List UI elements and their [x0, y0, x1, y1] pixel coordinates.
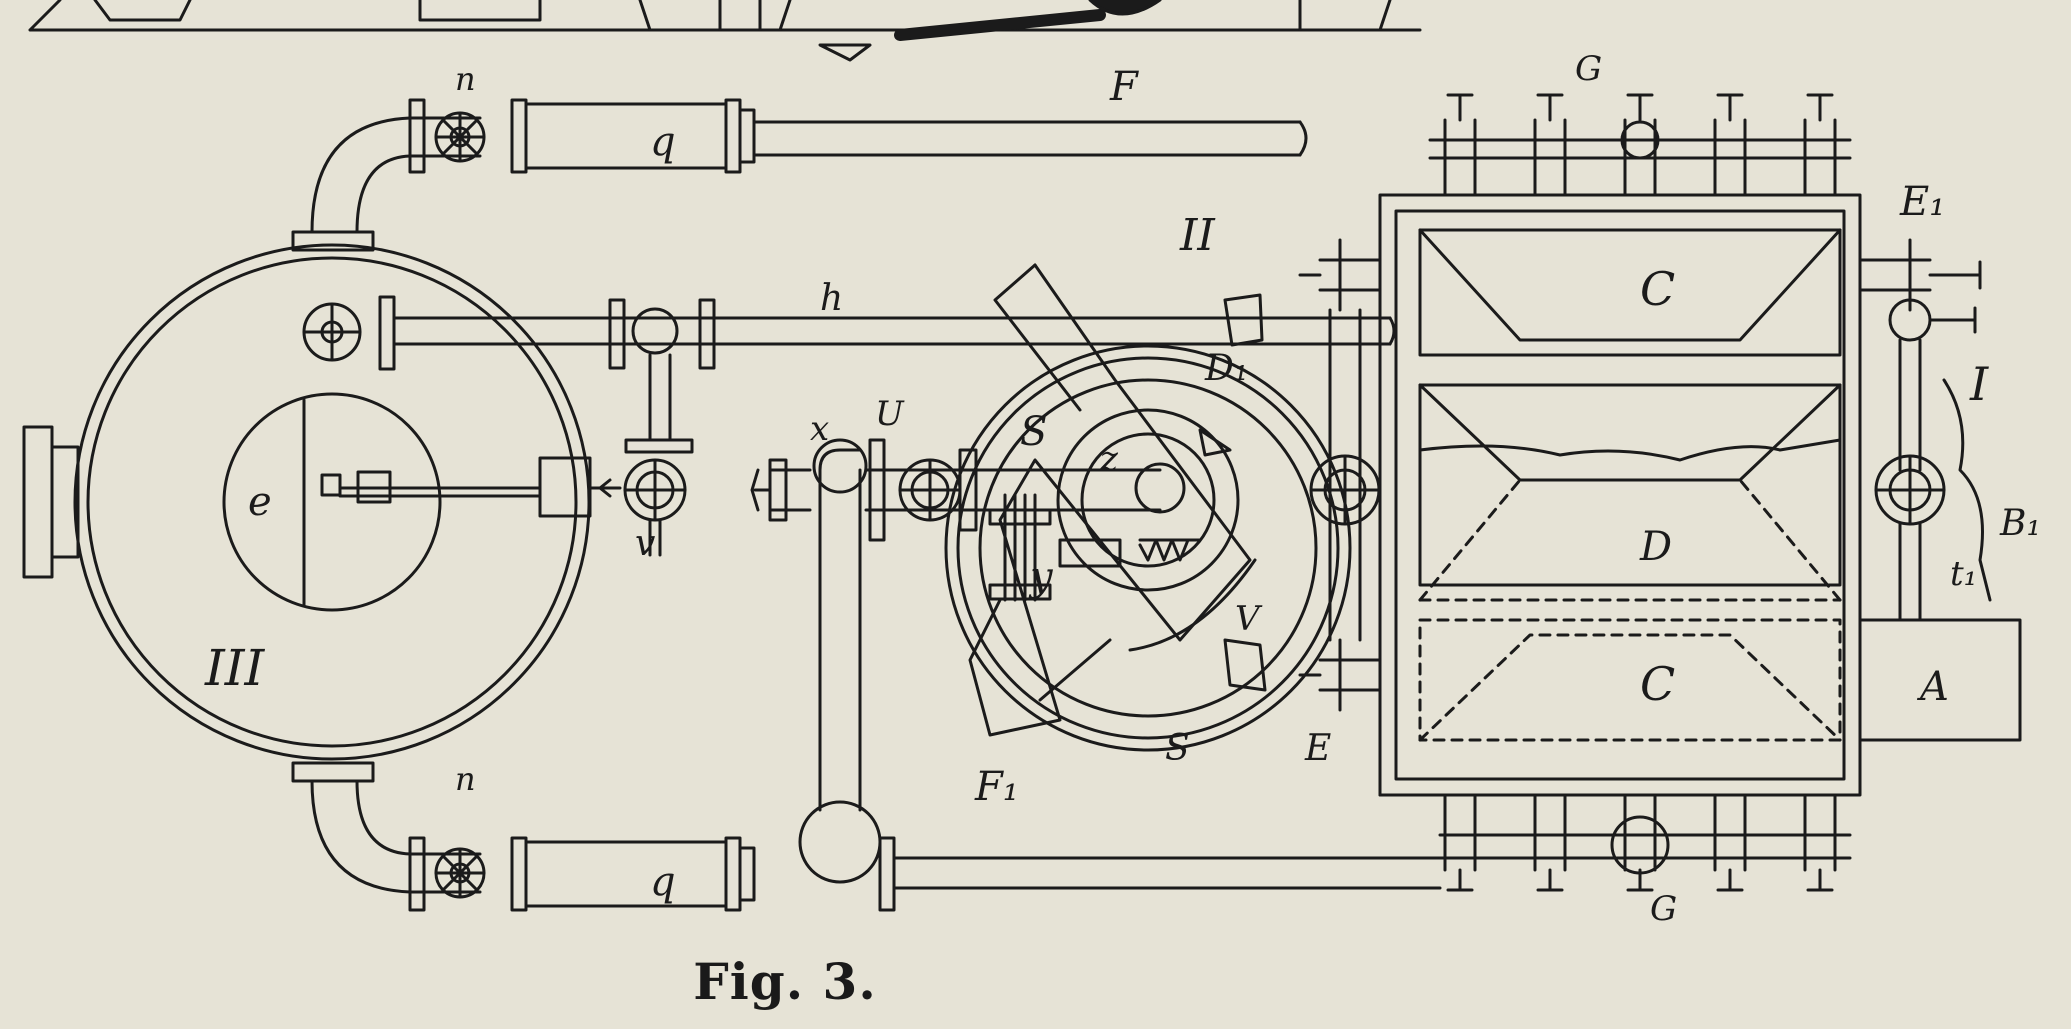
label-x: x — [810, 409, 829, 449]
lower-pipeline — [310, 779, 1442, 912]
centrifuge-II — [944, 263, 1352, 752]
label-q-top: q — [650, 119, 676, 165]
upper-pipeline — [310, 98, 1308, 234]
label-n-top: n — [455, 60, 476, 98]
label-C-bottom: C — [1640, 657, 1675, 711]
figure-caption: Fig. 3. — [693, 952, 877, 1011]
label-II: II — [1179, 210, 1216, 261]
frame-I — [1298, 93, 2022, 892]
label-S: S — [1020, 409, 1047, 455]
label-e: e — [248, 479, 272, 525]
label-n-bottom: n — [455, 760, 476, 798]
label-B1: B₁ — [1999, 503, 2041, 544]
label-D1: D₁ — [1204, 348, 1248, 389]
label-t1: t₁ — [1950, 554, 1977, 594]
label-q-bottom: q — [650, 859, 676, 905]
diagram-labels: F n q G II E₁ h C D₁ I x U S z e v y D B… — [204, 49, 2041, 929]
label-III: III — [204, 639, 266, 697]
pipe-xU — [750, 438, 1162, 812]
label-F1: F₁ — [974, 764, 1019, 810]
tank-III — [22, 230, 622, 783]
label-G-bottom: G — [1650, 889, 1677, 929]
label-G-top: G — [1575, 49, 1602, 89]
label-A: A — [1916, 664, 1949, 710]
label-D: D — [1639, 524, 1672, 570]
label-V: V — [1235, 599, 1263, 639]
label-U: U — [875, 394, 905, 434]
label-C-top: C — [1640, 262, 1675, 316]
label-E1: E₁ — [1899, 179, 1945, 225]
rod-h — [302, 295, 1396, 557]
label-z: z — [1099, 439, 1119, 479]
label-E: E — [1304, 728, 1331, 769]
label-I: I — [1969, 357, 1989, 411]
label-v-valve: v — [635, 523, 655, 564]
label-S-bottom: S — [1165, 728, 1190, 769]
label-y: y — [1028, 554, 1054, 600]
label-F-top: F — [1109, 64, 1139, 110]
label-h: h — [820, 278, 843, 319]
top-partial-view — [28, 0, 1422, 62]
